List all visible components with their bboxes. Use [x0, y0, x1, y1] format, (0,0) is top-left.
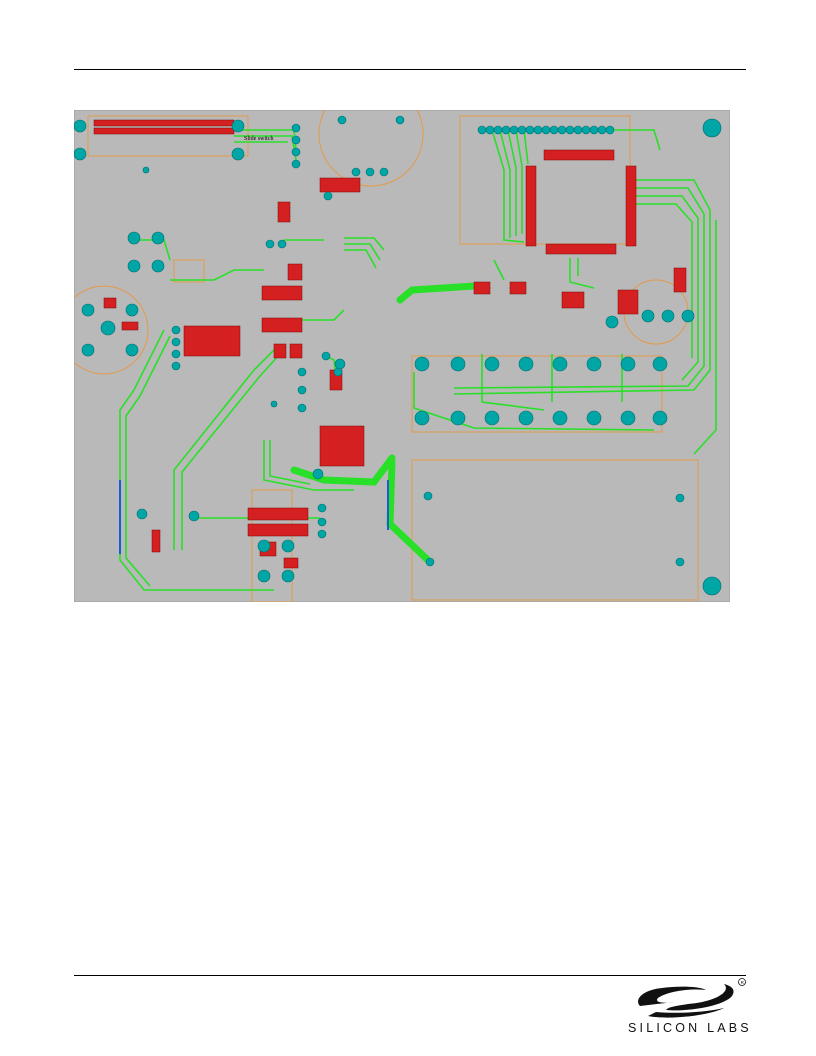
mcu-pads-bottom	[545, 243, 617, 255]
cap-column-2	[287, 263, 303, 281]
silkscreen-label: Slide switch	[244, 136, 274, 142]
pad-row-top-2	[93, 127, 235, 135]
header-rule	[74, 69, 746, 70]
inductor-1	[247, 507, 309, 521]
resistor-switch	[319, 177, 361, 193]
logo-text: SILICON LABS	[628, 1021, 752, 1035]
cap-small-2	[121, 321, 139, 331]
cap-leftbottom	[151, 529, 161, 553]
crystal-pad-1	[473, 281, 491, 295]
resistor-right-3	[673, 267, 687, 293]
footer-rule	[74, 975, 746, 976]
smd-pads	[93, 119, 687, 569]
mcu-pads-right	[625, 165, 637, 247]
battery-outline	[318, 110, 424, 187]
ic-pads-lower	[261, 317, 303, 333]
power-traces	[290, 282, 478, 566]
mcu-pads-top	[543, 149, 615, 161]
cap-large-1	[273, 343, 287, 359]
svg-text:R: R	[741, 980, 745, 985]
component-outlines	[74, 110, 699, 602]
resistor-cluster-1	[319, 425, 365, 467]
crystal-pad-2	[509, 281, 527, 295]
registered-mark-icon	[738, 978, 746, 986]
ic-pads-upper	[261, 285, 303, 301]
pcb-layout-figure: Slide switch	[74, 110, 730, 602]
resistor-right-1	[561, 291, 585, 309]
cap-column-1	[277, 201, 291, 223]
mcu-pads-left	[525, 165, 537, 247]
cap-large-2	[289, 343, 303, 359]
resistor-right-2	[617, 289, 639, 315]
regulator-outline	[173, 259, 205, 283]
cap-usb-2	[283, 557, 299, 569]
keepout-lines	[119, 480, 389, 554]
silicon-labs-logo: R SILICON LABS	[628, 976, 752, 1048]
lcd-outline	[411, 459, 699, 601]
cap-small-1	[103, 297, 117, 309]
resistor-array-mid	[183, 325, 241, 357]
logo-mark-icon: R	[638, 978, 746, 1018]
inductor-2	[247, 523, 309, 537]
jack-outline	[74, 285, 149, 375]
vias	[74, 115, 722, 596]
button-row-outline	[411, 355, 663, 433]
pad-row-top-1	[93, 119, 235, 127]
